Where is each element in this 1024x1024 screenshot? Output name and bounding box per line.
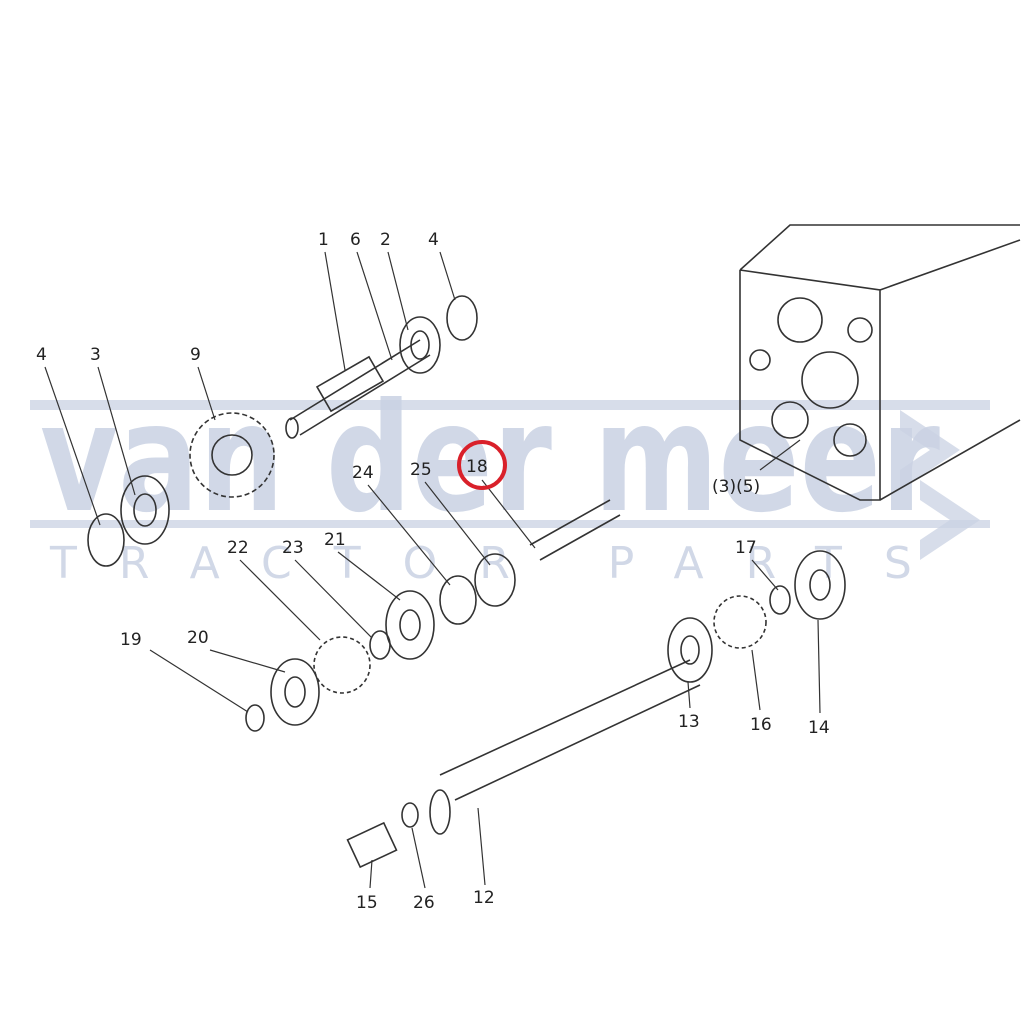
watermark-brand: van der meer — [40, 372, 940, 546]
part-label: 3 — [90, 345, 101, 365]
highlight-circle — [457, 440, 507, 490]
part-label: 9 — [190, 345, 201, 365]
part-label: 20 — [187, 628, 209, 648]
middle-shaft-assembly — [245, 499, 621, 732]
part-label: 22 — [227, 538, 249, 558]
part-label: 14 — [808, 718, 830, 738]
part-label: 4 — [428, 230, 439, 250]
part-label: 2 — [380, 230, 391, 250]
part-label: 23 — [282, 538, 304, 558]
part-label: 6 — [350, 230, 361, 250]
part-label: 12 — [473, 888, 495, 908]
part-label: 19 — [120, 630, 142, 650]
watermark-logo: van der meer TRACTOR PARTS — [30, 372, 990, 589]
part-label: (3)(5) — [712, 477, 760, 497]
upper-shaft-assembly — [87, 295, 478, 567]
leader-lines — [44, 251, 821, 889]
part-label: 1 — [318, 230, 329, 250]
part-label: 13 — [678, 712, 700, 732]
part-labels: 1 6 2 4 4 3 9 24 25 18 (3)(5) 22 23 21 1… — [36, 230, 830, 913]
transmission-housing — [739, 224, 1021, 501]
part-label: 24 — [352, 463, 374, 483]
part-label: 26 — [413, 893, 435, 913]
watermark-tagline: TRACTOR PARTS — [49, 538, 954, 589]
part-label: 4 — [36, 345, 47, 365]
part-label: 25 — [410, 460, 432, 480]
part-label: 21 — [324, 530, 346, 550]
part-label-highlighted: 18 — [466, 457, 488, 477]
part-label: 15 — [356, 893, 378, 913]
lower-shaft-assembly — [346, 550, 846, 869]
part-label: 17 — [735, 538, 757, 558]
part-label: 16 — [750, 715, 772, 735]
